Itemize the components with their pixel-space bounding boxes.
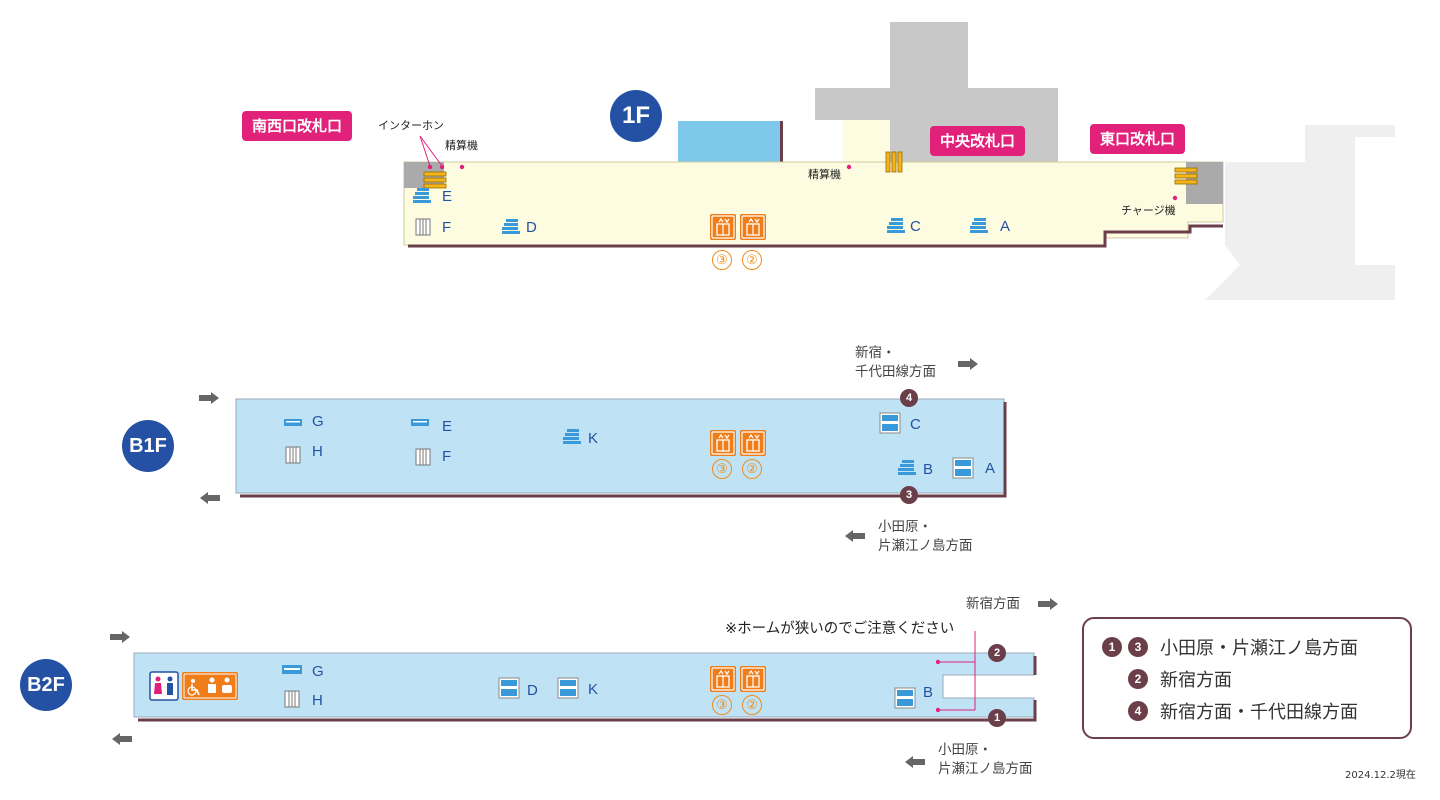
floor-badge-1f: 1F (610, 90, 662, 142)
exit-letter-b1f-c: C (910, 416, 921, 433)
legend-text-odawara: 小田原・片瀬江ノ島方面 (1160, 638, 1358, 659)
gate-east-label: 東口改札口 (1090, 124, 1186, 154)
elevator-number-1f-2: ② (742, 250, 762, 270)
elevator-number-b1f-2: ② (742, 459, 762, 479)
exit-letter-b1f-h: H (312, 443, 323, 460)
exit-letter-b1f-k: K (588, 430, 599, 447)
exit-letter-1f-d: D (526, 219, 537, 236)
legend-mark-2: 2 (1128, 669, 1148, 689)
gate-southwest-label: 南西口改札口 (242, 111, 353, 141)
exit-letter-1f-f: F (442, 219, 452, 236)
gate-central-label: 中央改札口 (930, 126, 1026, 156)
direction-b2f-up: 新宿方面 (966, 596, 1020, 612)
exit-letter-1f-a: A (1000, 218, 1011, 235)
exit-letter-b2f-k: K (588, 681, 599, 698)
exit-letter-b1f-g: G (312, 413, 324, 430)
exit-letter-1f-c: C (910, 218, 921, 235)
legend-box: 1 3 小田原・片瀬江ノ島方面 2 新宿方面 4 新宿方面・千代田線方面 (1082, 617, 1412, 739)
exit-letter-b2f-b: B (923, 684, 934, 701)
exit-letter-b1f-f: F (442, 448, 452, 465)
legend-row-chiyoda: 4 新宿方面・千代田線方面 (1128, 698, 1358, 724)
exit-letter-1f-e: E (442, 188, 453, 205)
legend-mark-1: 1 (1102, 637, 1122, 657)
fare-machine-left-label: 精算機 (445, 139, 478, 152)
direction-b1f-up: 新宿・千代田線方面 (855, 345, 936, 380)
as-of-date: 2024.12.2現在 (1345, 770, 1416, 781)
exit-letter-b2f-h: H (312, 692, 323, 709)
platform-mark-b2f-2: 2 (988, 644, 1006, 662)
legend-row-odawara: 1 3 小田原・片瀬江ノ島方面 (1102, 634, 1358, 660)
floor-badge-b1f: B1F (122, 420, 174, 472)
legend-row-shinjuku: 2 新宿方面 (1128, 666, 1232, 692)
legend-text-chiyoda: 新宿方面・千代田線方面 (1160, 702, 1358, 723)
exit-letter-b2f-d: D (527, 682, 538, 699)
legend-mark-4: 4 (1128, 701, 1148, 721)
exit-letter-b1f-b: B (923, 461, 934, 478)
exit-letter-b2f-g: G (312, 663, 324, 680)
elevator-number-b2f-3: ③ (712, 695, 732, 715)
elevator-number-b1f-3: ③ (712, 459, 732, 479)
elevator-number-1f-3: ③ (712, 250, 732, 270)
intercom-label: インターホン (378, 119, 444, 132)
legend-text-shinjuku: 新宿方面 (1160, 670, 1232, 691)
direction-b2f-down: 小田原・片瀬江ノ島方面 (938, 742, 1033, 777)
legend-mark-3: 3 (1128, 637, 1148, 657)
elevator-number-b2f-2: ② (742, 695, 762, 715)
platform-mark-b1f-4: 4 (900, 389, 918, 407)
exit-letter-b1f-e: E (442, 418, 453, 435)
exit-letter-b1f-a: A (985, 460, 996, 477)
narrow-platform-notice: ※ホームが狭いのでご注意ください (725, 621, 955, 637)
platform-mark-b2f-1: 1 (988, 709, 1006, 727)
platform-mark-b1f-3: 3 (900, 486, 918, 504)
floor-badge-b2f: B2F (20, 659, 72, 711)
direction-b1f-down: 小田原・片瀬江ノ島方面 (878, 519, 973, 554)
fare-machine-center-label: 精算機 (808, 168, 841, 181)
charge-machine-label: チャージ機 (1121, 204, 1176, 217)
